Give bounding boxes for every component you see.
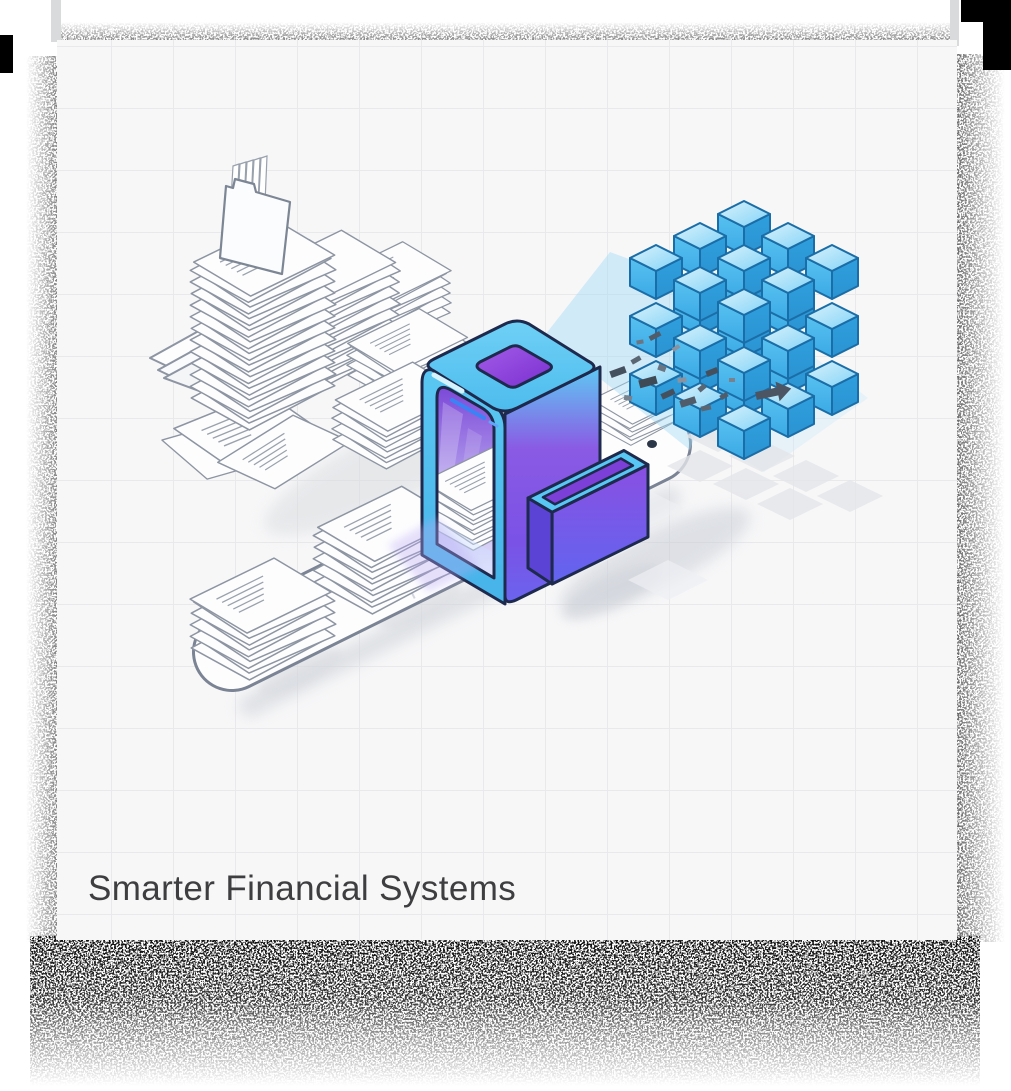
illustration-card bbox=[57, 40, 957, 940]
corner-patch bbox=[961, 0, 1011, 22]
edge-strip bbox=[950, 0, 959, 46]
edge-strip bbox=[51, 0, 61, 42]
corner-patch bbox=[0, 35, 13, 73]
page-title: Smarter Financial Systems bbox=[88, 869, 517, 908]
